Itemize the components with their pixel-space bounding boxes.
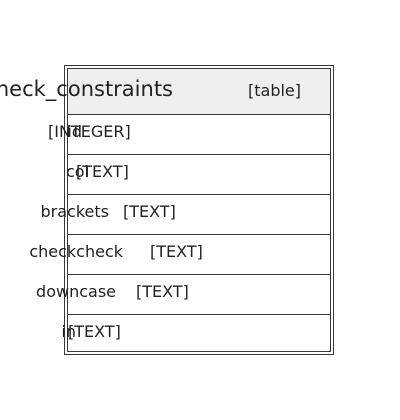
table-entity-box <box>64 65 334 355</box>
table-row <box>68 155 330 195</box>
table-kind-label: [table] <box>248 81 302 100</box>
column-type: [TEXT] <box>123 202 176 221</box>
column-type: [TEXT] <box>76 162 129 181</box>
column-type: [TEXT] <box>136 282 189 301</box>
table-row <box>68 195 330 235</box>
column-name: checkcheck <box>29 242 123 261</box>
column-name: in <box>61 322 76 341</box>
table-header <box>68 69 330 115</box>
table-name: check_constraints <box>0 77 173 101</box>
column-type: [TEXT] <box>68 322 121 341</box>
column-name: downcase <box>36 282 116 301</box>
column-type: [TEXT] <box>150 242 203 261</box>
column-type: [INTEGER] <box>48 122 131 141</box>
column-name: brackets <box>40 202 109 221</box>
table-row <box>68 275 330 315</box>
table-row <box>68 115 330 155</box>
column-name: col <box>65 162 89 181</box>
column-name: id <box>67 122 82 141</box>
table-row <box>68 235 330 275</box>
table-entity-inner-border <box>67 68 331 352</box>
